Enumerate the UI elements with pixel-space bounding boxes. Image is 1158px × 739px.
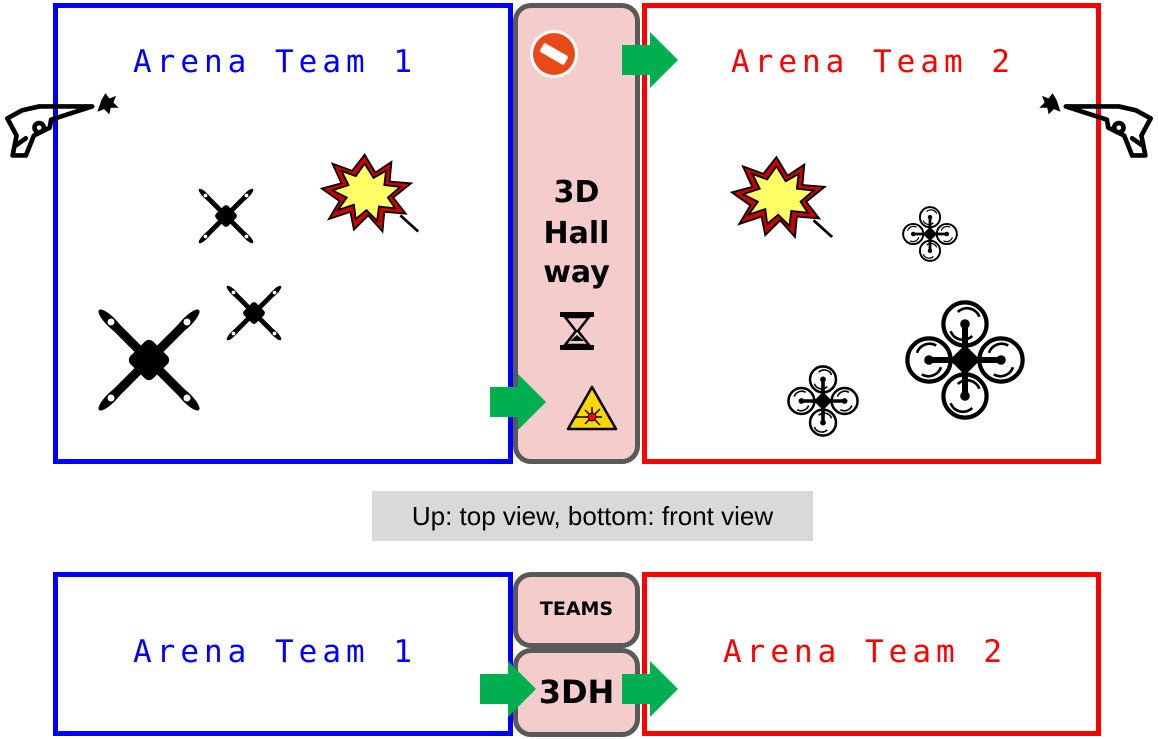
- hallway-label-line1: 3D: [553, 175, 600, 210]
- arrow-right-icon: [480, 661, 536, 717]
- arena-team-1-front-title: Arena Team 1: [133, 634, 417, 670]
- arena-team-2-top: [642, 3, 1101, 464]
- hourglass-icon: [560, 312, 594, 350]
- drone-icon: [199, 189, 253, 243]
- hallway-front-label: 3DH: [538, 673, 615, 711]
- revolver-icon: [6, 78, 120, 172]
- drone-icon: [903, 300, 1027, 420]
- explosion-icon: [730, 155, 834, 239]
- teams-box-label: TEAMS: [539, 598, 614, 620]
- arena-team-2-top-title: Arena Team 2: [731, 44, 1015, 80]
- no-entry-icon: [530, 30, 578, 78]
- drone-icon: [901, 205, 959, 263]
- drone-icon: [786, 364, 860, 438]
- drone-icon: [99, 310, 199, 410]
- arena-team-1-top-title: Arena Team 1: [133, 44, 417, 80]
- hallway-top: [513, 3, 640, 464]
- view-caption: Up: top view, bottom: front view: [372, 491, 813, 541]
- arena-team-2-front-title: Arena Team 2: [723, 634, 1007, 670]
- arena-team-1-front: [53, 572, 513, 736]
- explosion-icon: [320, 153, 420, 233]
- laser-warning-icon: [566, 385, 618, 431]
- arena-team-1-top: [53, 3, 513, 464]
- teams-box: [513, 572, 640, 648]
- hallway-label-line2: Hall: [543, 216, 610, 251]
- hallway-label-line3: way: [543, 255, 610, 290]
- arrow-right-icon: [622, 32, 678, 88]
- drone-icon: [227, 286, 281, 340]
- revolver-icon: [1038, 78, 1152, 172]
- arena-team-2-front: [642, 572, 1101, 736]
- arrow-right-icon: [490, 374, 546, 430]
- arrow-right-icon: [622, 661, 678, 717]
